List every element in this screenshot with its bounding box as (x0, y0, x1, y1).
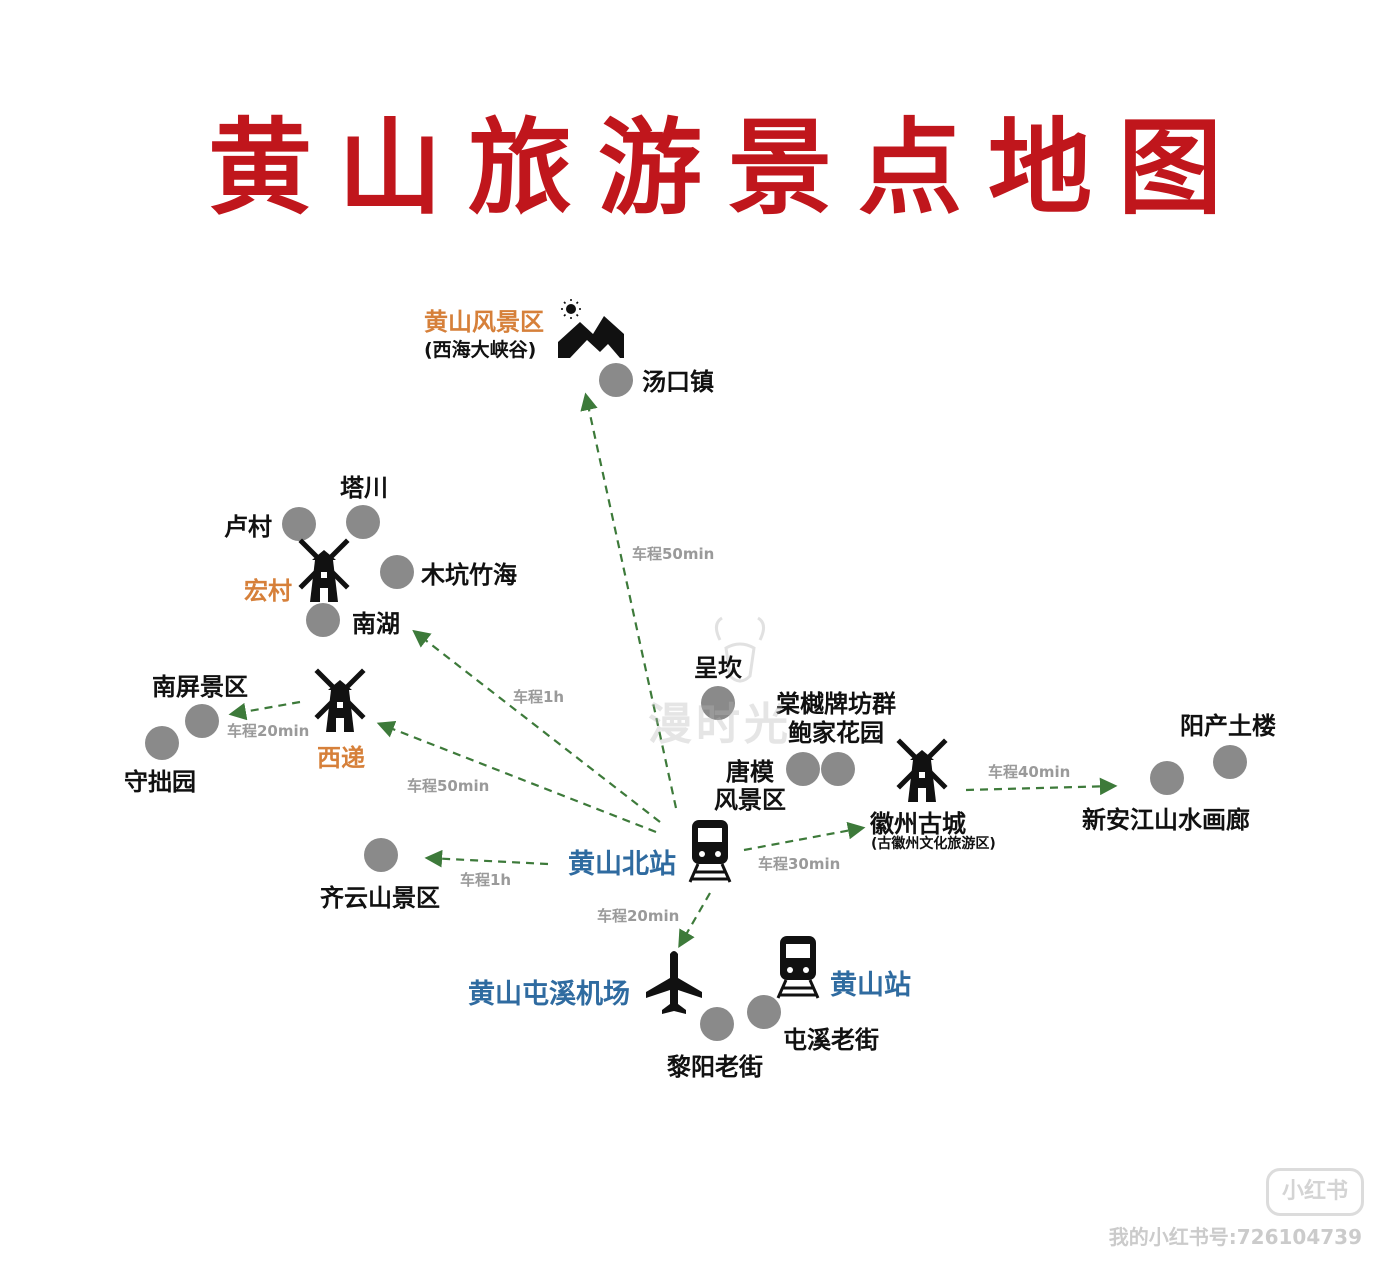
travel-to-scenic: 车程50min (632, 545, 715, 563)
scenic-area-label: 黄山风景区 (424, 308, 544, 336)
dot-lucun (282, 507, 316, 541)
label-chengkan: 呈坎 (694, 654, 742, 682)
watermark-badge: 小红书 (1266, 1168, 1364, 1216)
travel-to-airport: 车程20min (597, 907, 680, 925)
label-nanhu: 南湖 (352, 610, 400, 638)
label-huizhou-sub: (古徽州文化旅游区) (871, 836, 996, 852)
route-to-scenic (580, 392, 678, 809)
dot-tunxi (747, 995, 781, 1029)
label-tangkou: 汤口镇 (642, 368, 714, 396)
travel-to-xidi: 车程50min (407, 777, 490, 795)
label-baojia: 鲍家花园 (788, 719, 884, 747)
route-lines (228, 392, 1118, 949)
route-to-huizhou (743, 821, 866, 852)
label-liyang: 黎阳老街 (667, 1053, 763, 1081)
route-to-airport (678, 892, 711, 949)
route-to-hongcun (412, 629, 661, 823)
label-station-hs: 黄山站 (830, 970, 911, 1001)
dot-nanhu (306, 603, 340, 637)
dot-yangchan (1213, 745, 1247, 779)
label-qiyun: 齐云山景区 (320, 884, 440, 912)
dot-xinanjiang (1150, 761, 1184, 795)
windmill-icon-hongcun (298, 538, 350, 602)
dot-tangmo (786, 752, 820, 786)
dot-baojia (821, 752, 855, 786)
spot-dots (145, 363, 1247, 1041)
label-nanping: 南屏景区 (152, 673, 248, 701)
label-station-north: 黄山北站 (568, 849, 676, 880)
label-tunxi: 屯溪老街 (783, 1026, 879, 1054)
dot-tangkou (599, 363, 633, 397)
route-huizhou-xinan (965, 777, 1118, 796)
label-xinanjiang: 新安江山水画廊 (1082, 806, 1250, 834)
scenic-area-sub: (西海大峡谷) (424, 339, 537, 361)
watermark-account: 我的小红书号:726104739 (1108, 1225, 1362, 1249)
map-title: 黄山旅游景点地图 (207, 107, 1248, 229)
route-to-xidi (376, 720, 657, 834)
train-icon-hs (776, 936, 820, 999)
dot-mukeng (380, 555, 414, 589)
travel-to-qiyun: 车程1h (460, 871, 512, 889)
windmill-icon-huizhou (896, 738, 948, 802)
watermark-deer-icon (715, 616, 765, 683)
mountain-sun-icon (558, 299, 624, 358)
label-tangmo: 唐模 风景区 (714, 758, 786, 814)
label-lucun: 卢村 (224, 513, 272, 541)
label-airport: 黄山屯溪机场 (468, 979, 630, 1010)
label-hongcun: 宏村 (244, 577, 292, 605)
label-tangyue: 棠樾牌坊群 (776, 690, 896, 718)
watermark-center: 漫时光 (648, 699, 792, 750)
label-tachuan: 塔川 (340, 474, 388, 502)
dot-qiyun (364, 838, 398, 872)
train-icon-north (688, 820, 732, 883)
label-huizhou: 徽州古城 (870, 810, 966, 838)
label-xidi: 西递 (317, 744, 365, 772)
travel-to-huizhou: 车程30min (758, 855, 841, 873)
label-shouzhuo: 守拙园 (124, 768, 196, 796)
dot-nanping (185, 704, 219, 738)
dot-chengkan (701, 686, 735, 720)
travel-xidi-nanping: 车程20min (227, 722, 310, 740)
travel-huizhou-xinan: 车程40min (988, 763, 1071, 781)
route-xidi-nanping (228, 700, 301, 721)
travel-to-hongcun: 车程1h (513, 688, 565, 706)
dot-shouzhuo (145, 726, 179, 760)
dot-liyang (700, 1007, 734, 1041)
label-yangchan: 阳产土楼 (1180, 712, 1276, 740)
airplane-icon (646, 951, 702, 1014)
windmill-icon-xidi (314, 668, 366, 732)
label-mukeng: 木坑竹海 (421, 561, 517, 589)
route-to-qiyun (424, 849, 549, 868)
dot-tachuan (346, 505, 380, 539)
